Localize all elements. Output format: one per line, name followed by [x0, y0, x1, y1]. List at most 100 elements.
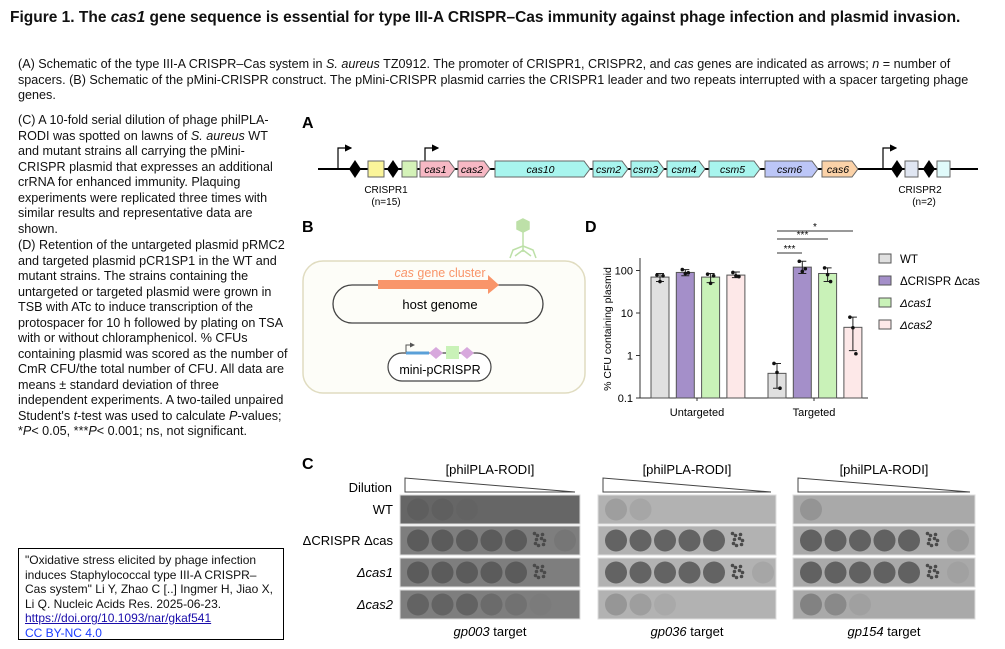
caption-panel-c: (C) A 10-fold serial dilution of phage p… — [18, 113, 273, 236]
plaque-colony — [933, 532, 938, 537]
plaque-spot — [654, 593, 676, 616]
legend-label: Δcas1 — [899, 298, 932, 310]
data-point — [797, 259, 802, 264]
plaque-spot — [849, 529, 871, 552]
crispr1-count: (n=15) — [371, 197, 400, 208]
plaque-spot — [873, 529, 896, 552]
gene-cas2 — [457, 160, 491, 178]
plaque-colony — [542, 570, 547, 575]
data-point — [711, 274, 716, 278]
license-link[interactable]: CC BY-NC 4.0 — [25, 625, 102, 640]
host-genome-label: host genome — [402, 297, 477, 312]
plate-gp036: [philPLA-RODI]gp036 target — [597, 462, 777, 639]
plaque-spot — [629, 593, 652, 616]
gene-label: cas1 — [424, 164, 446, 176]
data-point — [705, 272, 710, 276]
phage-icon — [509, 218, 537, 259]
plaque-spot — [800, 593, 822, 616]
data-point — [775, 370, 779, 375]
plaque-colony — [739, 574, 744, 579]
repeat-diamond — [387, 160, 399, 178]
phage-label: [philPLA-RODI] — [643, 462, 732, 477]
plaque-colony — [732, 569, 737, 574]
plaque-colony — [542, 538, 547, 543]
plaque-spot — [605, 561, 627, 584]
figure-title: Figure 1. The cas1 gene sequence is esse… — [10, 9, 961, 26]
panel-label-a: A — [302, 115, 314, 132]
plate-row — [597, 589, 777, 620]
dilution-triangle — [797, 477, 971, 493]
bar — [792, 266, 812, 399]
promoter-arrow-icon — [405, 342, 415, 352]
plaque-spot — [480, 529, 503, 552]
plaque-colony — [535, 533, 540, 538]
caption-panel-d: (D) Retention of the untargeted plasmid … — [18, 238, 288, 438]
repeat-diamond — [923, 160, 935, 178]
panel-label-b: B — [302, 219, 314, 236]
plaque-spot — [800, 529, 822, 552]
cell-outline — [302, 260, 586, 394]
data-point — [734, 274, 738, 278]
plaque-spot — [678, 529, 701, 552]
plaque-colony — [734, 543, 739, 548]
gene-cas1 — [419, 160, 456, 178]
plaque-spot — [629, 561, 652, 584]
plaque-spot — [800, 561, 822, 584]
plaque-colony — [534, 569, 539, 574]
legend-label: ΔCRISPR Δcas — [900, 276, 980, 288]
gene-csm5 — [708, 160, 761, 178]
plaque-spot — [407, 593, 429, 616]
y-tick-label: 1 — [627, 351, 633, 363]
data-point — [854, 351, 858, 356]
plaque-colony — [738, 564, 743, 569]
plaque-colony — [935, 538, 940, 543]
legend-swatch — [878, 319, 892, 330]
plaque-colony — [540, 564, 545, 569]
panel-d-chart: D % CFU containing plasmid 0.1110100Unta… — [585, 219, 980, 419]
x-category-label: Targeted — [793, 407, 836, 419]
citation-text: "Oxidative stress elicited by phage infe… — [25, 553, 273, 611]
plaque-spot — [898, 561, 920, 584]
data-point — [800, 269, 805, 274]
plaque-colony — [731, 573, 736, 578]
strain-label: WT — [373, 502, 393, 517]
plaque-colony — [932, 568, 937, 573]
gene-label: cas10 — [526, 164, 554, 176]
crispr1-label: CRISPR1 — [364, 185, 408, 196]
plaque-spot — [554, 529, 576, 552]
plate-row — [792, 589, 976, 620]
plaque-colony — [925, 531, 930, 536]
data-point — [851, 325, 855, 330]
data-point — [848, 315, 852, 319]
gene-label: cas6 — [827, 164, 849, 176]
plaque-spot — [431, 561, 454, 584]
plaque-colony — [539, 536, 544, 541]
bar — [650, 276, 670, 399]
plaque-colony — [533, 573, 538, 578]
legend-swatch — [878, 253, 892, 264]
panel-label-c: C — [302, 456, 314, 473]
target-label: gp003 target — [453, 624, 526, 639]
data-point — [661, 274, 665, 278]
plaque-colony — [541, 542, 546, 547]
plaque-colony — [535, 565, 540, 570]
plaque-spot — [703, 561, 725, 584]
gene-label: csm6 — [777, 164, 802, 176]
plaque-spot — [824, 529, 847, 552]
gene-csm3 — [630, 160, 665, 178]
y-tick-label: 10 — [621, 308, 633, 320]
data-point — [708, 281, 713, 286]
plaque-spot — [800, 498, 822, 521]
data-point — [686, 271, 691, 275]
legend-swatch — [878, 275, 892, 286]
plaque-spot — [898, 529, 920, 552]
doi-link[interactable]: https://doi.org/10.1093/nar/gkaf541 — [25, 611, 212, 625]
spacer-box — [446, 346, 459, 359]
data-point — [683, 271, 688, 276]
plaque-colony — [737, 536, 742, 541]
citation-box: "Oxidative stress elicited by phage infe… — [18, 548, 284, 640]
